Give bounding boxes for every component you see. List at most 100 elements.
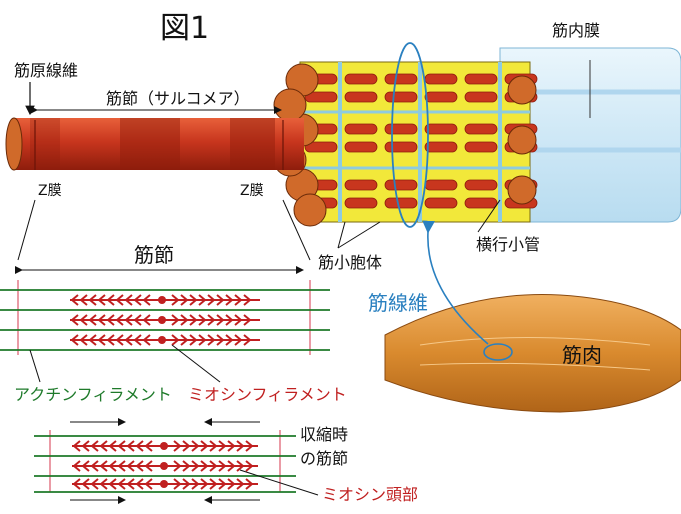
myosin-center <box>160 462 168 470</box>
myosin-head <box>180 334 188 346</box>
bundle-fibril-segment <box>464 73 498 85</box>
myosin-head <box>218 478 226 490</box>
relaxed-sarcomere <box>0 266 330 355</box>
myosin-head <box>100 460 108 472</box>
myosin-head <box>80 334 88 346</box>
myosin-head <box>91 440 99 452</box>
myosin-head <box>100 478 108 490</box>
myosin-head <box>182 460 190 472</box>
myosin-head <box>245 440 253 452</box>
bundle-fibril-segment <box>464 91 498 103</box>
myosin-head <box>91 478 99 490</box>
bundle-fibril-segment <box>424 197 458 209</box>
bundle-fibril-segment <box>344 179 378 191</box>
myosin-head <box>80 294 88 306</box>
myosin-head <box>243 314 251 326</box>
myosin-head <box>118 478 126 490</box>
bundle-fibril-segment <box>384 179 418 191</box>
myosin-head <box>125 314 133 326</box>
myosin-head <box>216 314 224 326</box>
myosin-head <box>89 334 97 346</box>
fiber-highlight-ellipse <box>391 42 429 228</box>
myosin-head <box>191 478 199 490</box>
myosin-head <box>209 440 217 452</box>
bundle-fibril-segment <box>344 197 378 209</box>
myosin-head <box>200 440 208 452</box>
bundle-fibril-segment <box>384 123 418 135</box>
myosin-head <box>200 478 208 490</box>
myosin-head <box>73 478 81 490</box>
myosin-head <box>89 314 97 326</box>
bundle-fibril-segment <box>424 73 458 85</box>
myosin-head <box>71 314 79 326</box>
myosin-head <box>71 294 79 306</box>
myosin-head <box>234 314 242 326</box>
bundle-fibril-segment <box>344 123 378 135</box>
label-muscle: 筋肉 <box>562 343 602 367</box>
myosin-head <box>191 440 199 452</box>
label-contracted-line2: の筋節 <box>300 449 348 468</box>
myosin-head <box>180 314 188 326</box>
myosin-head <box>109 440 117 452</box>
bundle-fibril-segment <box>464 141 498 153</box>
myosin-head <box>207 314 215 326</box>
myosin-head <box>171 294 179 306</box>
myosin-head <box>107 314 115 326</box>
label-sarcoplasmic-reticulum: 筋小胞体 <box>318 253 382 272</box>
t-tubule-pointer <box>477 199 501 233</box>
z-left-guide <box>17 199 36 261</box>
myosin-head <box>209 478 217 490</box>
label-t-tubule: 横行小管 <box>476 235 540 254</box>
bundle-fibril-segment <box>304 91 338 103</box>
myosin-head <box>173 460 181 472</box>
myosin-head <box>80 314 88 326</box>
myosin-head <box>225 314 233 326</box>
myosin-head <box>236 460 244 472</box>
myosin-head <box>134 294 142 306</box>
myosin-head <box>216 294 224 306</box>
whole-muscle <box>384 294 681 413</box>
myofibril-end <box>293 193 327 227</box>
myosin-head <box>136 440 144 452</box>
myosin-head <box>145 440 153 452</box>
myosin-head <box>216 334 224 346</box>
bundle-fibril-segment <box>424 123 458 135</box>
myosin-center <box>158 316 166 324</box>
muscle-fiber-bundle <box>273 61 538 227</box>
myosin-center <box>160 480 168 488</box>
bundle-fibril-segment <box>424 179 458 191</box>
myosin-head <box>171 334 179 346</box>
myosin-head <box>116 294 124 306</box>
reticulum-pointer-a <box>337 221 346 249</box>
myosin-head <box>116 314 124 326</box>
myosin-head <box>118 440 126 452</box>
myosin-head <box>127 440 135 452</box>
myosin-head <box>136 478 144 490</box>
bundle-fibril-segment <box>384 73 418 85</box>
actin-filaments-relaxed <box>0 289 330 351</box>
myosin-head <box>171 314 179 326</box>
myosin-head <box>127 460 135 472</box>
label-z-right: Z膜 <box>240 183 264 199</box>
bundle-fibril-segment <box>464 197 498 209</box>
myosin-head <box>236 440 244 452</box>
myosin-head <box>143 294 151 306</box>
label-sarcomere-top: 筋節（サルコメア） <box>106 89 250 108</box>
bundle-fibril-segment <box>344 73 378 85</box>
myosin-head <box>182 478 190 490</box>
myosin-head <box>82 440 90 452</box>
myosin-filaments-contracted <box>72 440 258 490</box>
myosin-head <box>189 334 197 346</box>
bundle-fibril-segment <box>344 141 378 153</box>
bundle-fibril-segment <box>464 179 498 191</box>
reticulum-pointer-b <box>337 221 381 249</box>
endomysium-sheath <box>499 47 681 223</box>
t-tubule-lines <box>300 62 530 222</box>
myosin-head <box>89 294 97 306</box>
myosin-head <box>198 334 206 346</box>
myosin-head <box>209 460 217 472</box>
myosin-head <box>173 440 181 452</box>
figure-title: 図1 <box>160 11 209 46</box>
myosin-head <box>134 334 142 346</box>
